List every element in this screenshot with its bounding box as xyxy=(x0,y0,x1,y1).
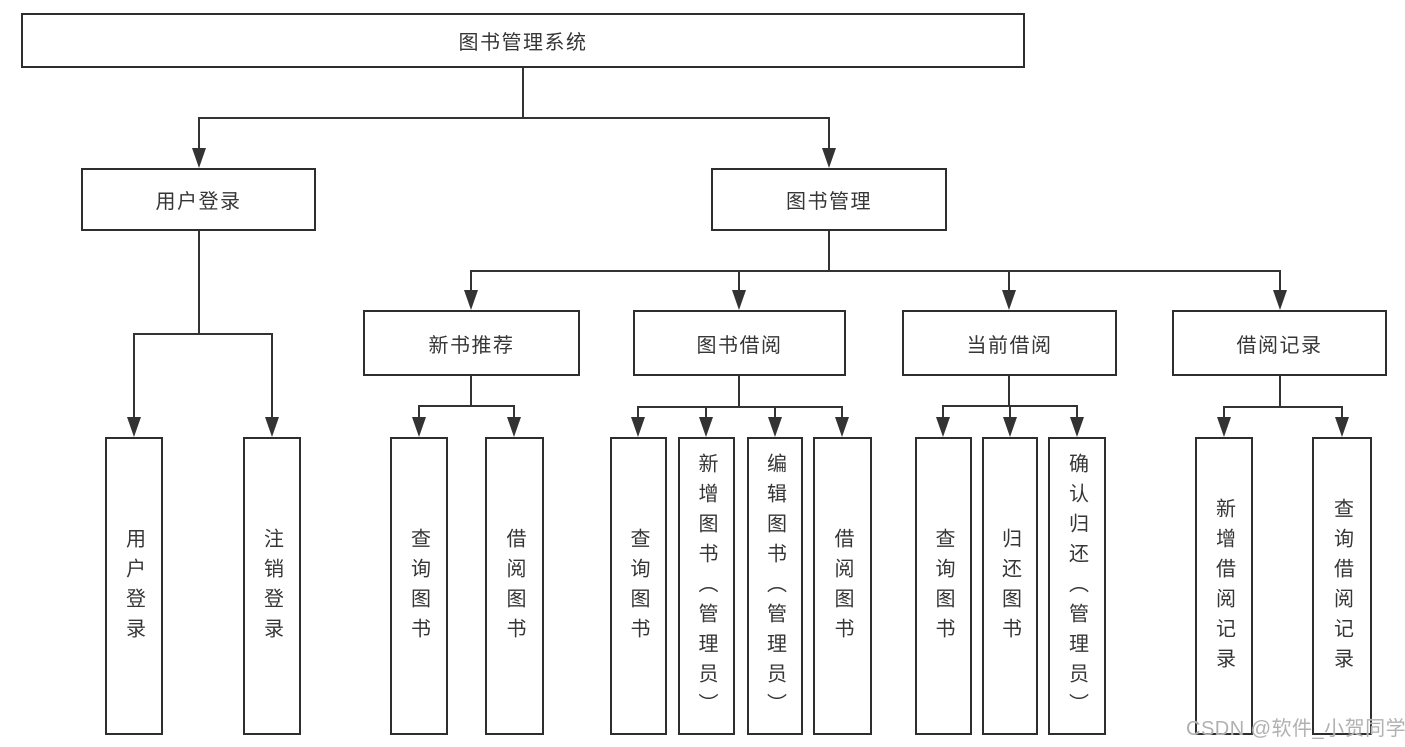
leaf-borrow-books-1: 借阅图书 xyxy=(485,437,544,735)
leaf-borrow-books-2: 借阅图书 xyxy=(813,437,872,735)
node-book-management: 图书管理 xyxy=(711,168,947,231)
leaf-add-borrow-record: 新增借阅记录 xyxy=(1195,437,1253,735)
leaf-query-books-1: 查询图书 xyxy=(390,437,448,735)
node-current-borrow: 当前借阅 xyxy=(902,310,1117,376)
leaf-query-books-2: 查询图书 xyxy=(610,437,667,735)
csdn-watermark: CSDN @软件_小贺同学 xyxy=(1186,718,1405,740)
leaf-query-books-3: 查询图书 xyxy=(915,437,972,735)
node-root: 图书管理系统 xyxy=(21,13,1025,68)
node-borrow-record: 借阅记录 xyxy=(1172,310,1387,376)
node-new-book-recommend: 新书推荐 xyxy=(363,310,580,376)
leaf-add-book-admin: 新增图书（管理员） xyxy=(678,437,735,735)
node-book-borrow: 图书借阅 xyxy=(633,310,846,376)
leaf-return-book: 归还图书 xyxy=(982,437,1038,735)
leaf-edit-book-admin: 编辑图书（管理员） xyxy=(747,437,803,735)
leaf-query-borrow-record: 查询借阅记录 xyxy=(1312,437,1372,735)
arrowhead-icons xyxy=(127,148,1349,437)
leaf-confirm-return-admin: 确认归还（管理员） xyxy=(1048,437,1106,735)
leaf-logout: 注销登录 xyxy=(243,437,301,735)
node-user-login: 用户登录 xyxy=(81,168,316,231)
leaf-user-login: 用户登录 xyxy=(105,437,163,735)
